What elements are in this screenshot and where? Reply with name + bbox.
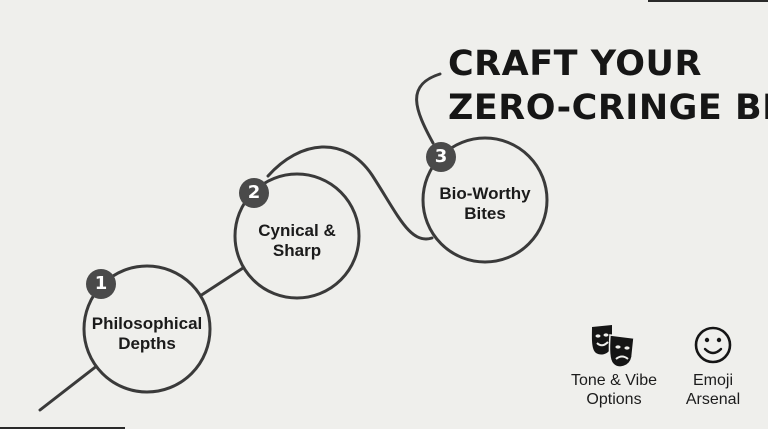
connector-path xyxy=(198,266,245,298)
step-2-label: Cynical & Sharp xyxy=(227,221,367,261)
connector-path xyxy=(38,363,100,412)
top-edge-rule xyxy=(648,0,768,2)
feature-tone-vibe-label: Tone & Vibe Options xyxy=(556,371,672,409)
step-2-number: 2 xyxy=(247,182,261,203)
step-3-number: 3 xyxy=(434,146,448,167)
step-1-badge xyxy=(86,269,116,299)
step-3-circle xyxy=(421,136,549,264)
feature-tone-vibe-line-1: Tone & Vibe xyxy=(571,372,657,389)
step-1-label-line-1: Philosophical xyxy=(91,314,203,333)
feature-emoji-line-1: Emoji xyxy=(692,372,733,389)
step-2-label-line-2: Sharp xyxy=(272,241,322,260)
theater-masks-icon xyxy=(591,325,635,368)
step-2-badge xyxy=(239,178,269,208)
bottom-edge-rule xyxy=(0,427,125,429)
step-1-label: Philosophical Depths xyxy=(77,314,217,354)
step-3-badge xyxy=(426,142,456,172)
feature-emoji-line-2: Arsenal xyxy=(685,391,741,408)
step-1-label-line-2: Depths xyxy=(118,334,176,353)
step-2-circle xyxy=(233,172,361,300)
step-3-label: Bio-Worthy Bites xyxy=(415,184,555,224)
step-3-label-line-1: Bio-Worthy xyxy=(439,184,531,203)
step-1-circle xyxy=(82,264,212,394)
feature-emoji-label: Emoji Arsenal xyxy=(672,371,754,409)
page-title: CRAFT YOUR ZERO-CRINGE BIO xyxy=(448,42,768,130)
title-line-1: CRAFT YOUR xyxy=(448,44,702,84)
step-2-label-line-1: Cynical & xyxy=(258,221,336,240)
connector-path xyxy=(266,145,434,241)
feature-tone-vibe-line-2: Options xyxy=(586,391,642,408)
title-line-2: ZERO-CRINGE BIO xyxy=(448,88,768,128)
connector-path xyxy=(415,72,442,145)
smiley-face-icon xyxy=(694,326,732,364)
step-3-label-line-2: Bites xyxy=(464,204,506,223)
step-1-number: 1 xyxy=(94,273,108,294)
